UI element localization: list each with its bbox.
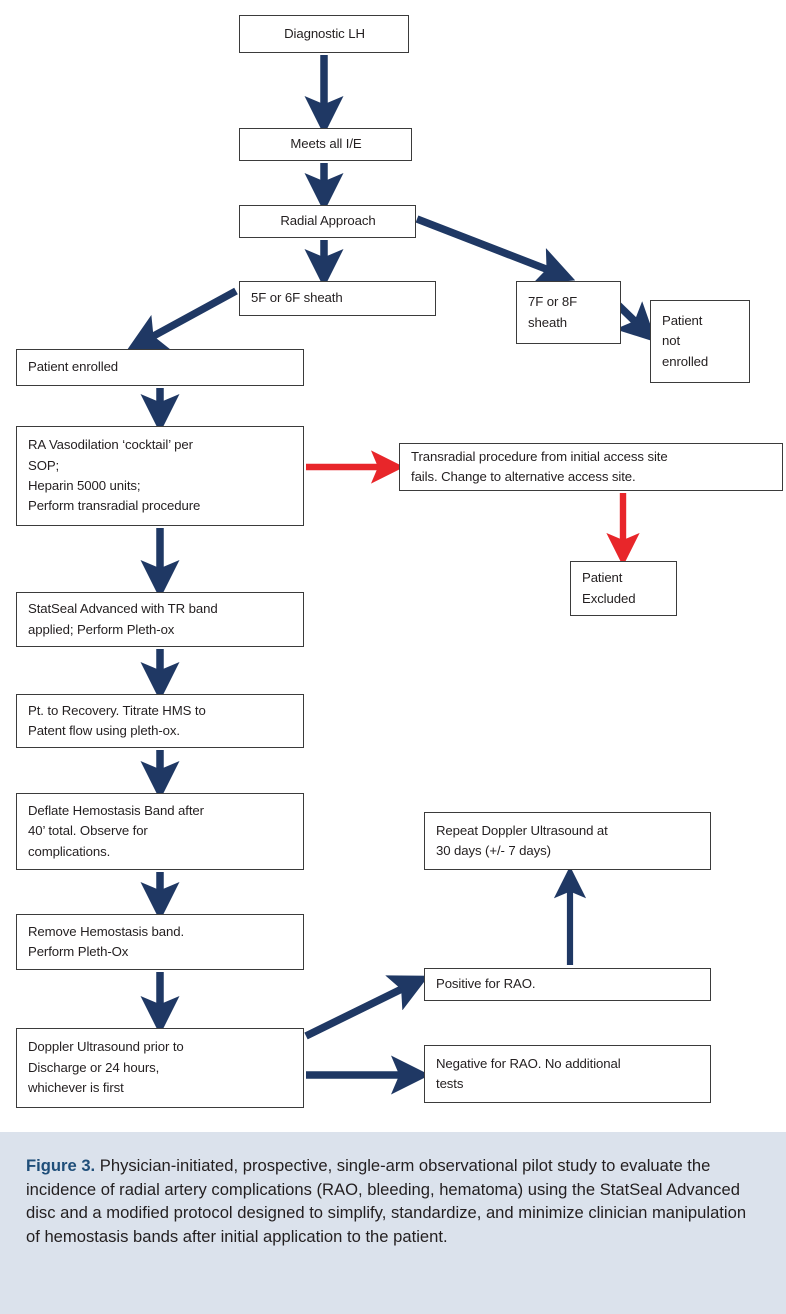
node-meets-all-ie[interactable]: Meets all I/E: [239, 128, 412, 161]
node-positive-rao[interactable]: Positive for RAO.: [424, 968, 711, 1001]
arrow-doppler-ultrasound-to-positive-rao: [304, 975, 429, 1040]
figure-caption: Figure 3. Physician-initiated, prospecti…: [0, 1132, 786, 1314]
node-transradial-fails[interactable]: Transradial procedure from initial acces…: [399, 443, 783, 491]
node-sheath-7f-8f[interactable]: 7F or 8F sheath: [516, 281, 621, 344]
figure-caption-text: Physician-initiated, prospective, single…: [26, 1156, 747, 1246]
arrow-radial-approach-to-sheath-7f-8f: [415, 215, 576, 285]
node-negative-rao[interactable]: Negative for RAO. No additional tests: [424, 1045, 711, 1103]
node-diagnostic-lh[interactable]: Diagnostic LH: [239, 15, 409, 53]
node-patient-excluded[interactable]: Patient Excluded: [570, 561, 677, 616]
node-doppler-ultrasound[interactable]: Doppler Ultrasound prior to Discharge or…: [16, 1028, 304, 1108]
protocol-flowchart: Diagnostic LH Meets all I/E Radial Appro…: [16, 15, 783, 1108]
node-ra-vasodilation[interactable]: RA Vasodilation ‘cocktail’ per SOP; Hepa…: [16, 426, 304, 526]
node-radial-approach[interactable]: Radial Approach: [239, 205, 416, 238]
node-repeat-doppler[interactable]: Repeat Doppler Ultrasound at 30 days (+/…: [424, 812, 711, 870]
arrow-sheath-5f-6f-to-patient-enrolled: [126, 287, 238, 351]
node-remove-band[interactable]: Remove Hemostasis band. Perform Pleth-Ox: [16, 914, 304, 970]
node-pt-to-recovery[interactable]: Pt. to Recovery. Titrate HMS to Patent f…: [16, 694, 304, 748]
node-statseal-applied[interactable]: StatSeal Advanced with TR band applied; …: [16, 592, 304, 647]
node-patient-not-enrolled[interactable]: Patient not enrolled: [650, 300, 750, 383]
node-sheath-5f-6f[interactable]: 5F or 6F sheath: [239, 281, 436, 316]
figure-caption-label: Figure 3.: [26, 1156, 96, 1175]
node-patient-enrolled[interactable]: Patient enrolled: [16, 349, 304, 386]
node-deflate-band[interactable]: Deflate Hemostasis Band after 40’ total.…: [16, 793, 304, 870]
